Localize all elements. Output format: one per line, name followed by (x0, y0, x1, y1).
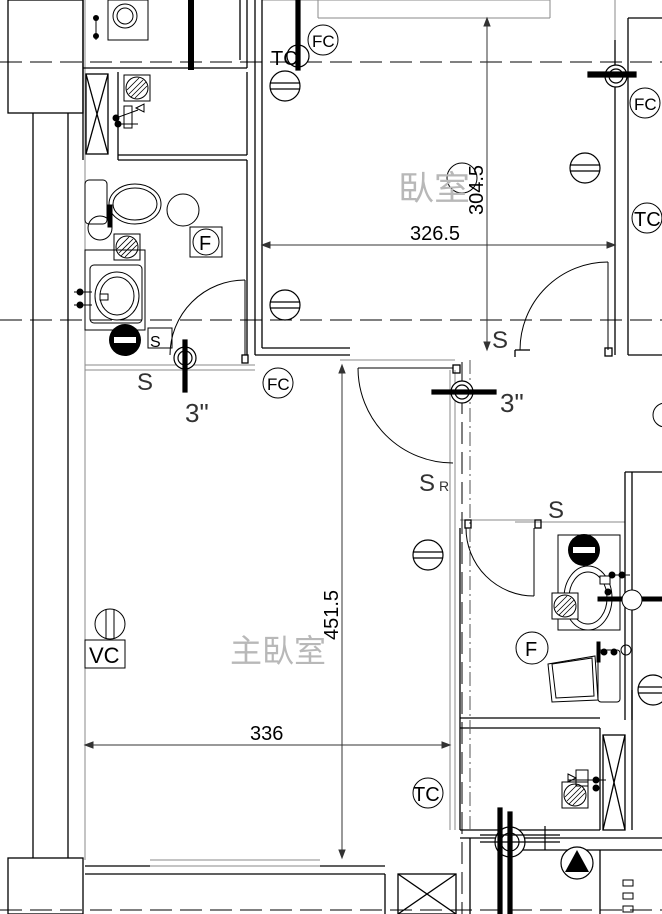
pipe-markers (173, 0, 637, 914)
right-bath-fixtures (515, 534, 662, 809)
bedroom-width-dim: 326.5 (410, 223, 460, 245)
s-label-bath: S (548, 497, 564, 524)
symbol-frames (84, 24, 662, 809)
tc-label-lower: TC (413, 784, 440, 806)
s-label-bedroom: S (492, 327, 508, 354)
master-depth-dim: 451.5 (321, 590, 343, 640)
master-width-dim: 336 (250, 723, 283, 745)
bedroom-label: 臥室 (398, 169, 470, 209)
walls (7, 0, 662, 914)
pipe-size-left: 3" (185, 398, 209, 428)
fc-label-lower: FC (267, 375, 290, 394)
small-squares (622, 879, 634, 913)
sr-label-main: S (419, 470, 435, 497)
master-bedroom-label: 主臥室 (230, 632, 326, 670)
no-entry-symbol (109, 324, 141, 356)
partition-lines (84, 0, 625, 867)
pipe-size-right: 3" (500, 388, 524, 418)
vc-label: VC (89, 643, 120, 668)
dashed-lines (0, 61, 662, 914)
dimension-lines (83, 16, 617, 860)
left-bath-fixtures (74, 179, 200, 349)
top-bath-fixtures (93, 0, 194, 129)
door-swings (169, 261, 609, 597)
f-label-left: F (199, 233, 211, 255)
triangle-symbol (560, 846, 594, 880)
ceiling-lights (269, 70, 662, 706)
bedroom-depth-dim: 304.5 (466, 165, 488, 215)
s-label-left: S (137, 369, 153, 396)
vc-light (94, 608, 126, 640)
tc-label-top: TC (271, 48, 298, 70)
tc-label-right: TC (634, 209, 661, 231)
fc-label-right: FC (634, 95, 657, 114)
fc-label-top: FC (312, 32, 335, 51)
f-label-right: F (525, 639, 537, 661)
sr-label-sub: R (439, 478, 449, 494)
s-label-small: S (150, 334, 161, 351)
no-entry-symbol-right (568, 534, 600, 566)
